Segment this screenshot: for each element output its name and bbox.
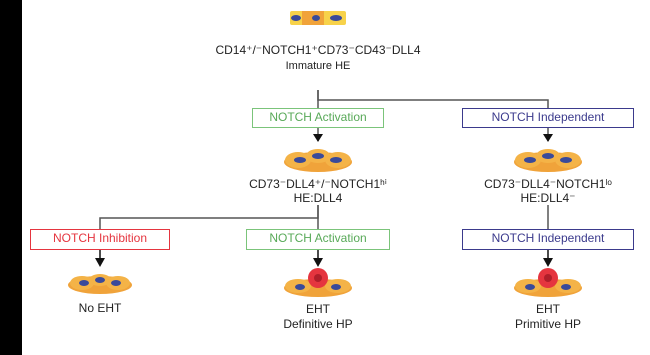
mid-left-population-sublabel: HE:DLL4 (293, 191, 343, 205)
bottom-right-cell-cluster-icon (514, 268, 582, 297)
arrow-shafts (99, 250, 549, 259)
arrow-down-icon (543, 258, 553, 267)
outcome-eht-definitive-label: EHT (306, 302, 330, 316)
mid-right-population-sublabel: HE:DLL4⁻ (520, 191, 576, 205)
notch-independent-box-2: NOTCH Independent (462, 229, 634, 250)
outcome-definitive-hp-label: Definitive HP (283, 317, 353, 331)
root-population-label: CD14⁺/⁻NOTCH1⁺CD73⁻CD43⁻DLL4 (215, 43, 421, 57)
outcome-no-eht-label: No EHT (78, 301, 122, 315)
notch-independent-box: NOTCH Independent (462, 108, 634, 128)
bottom-center-cell-cluster-icon (284, 268, 352, 297)
arrow-down-icon (313, 134, 323, 142)
mid-right-population-label: CD73⁻DLL4⁻NOTCH1ˡᵒ (484, 177, 612, 191)
outcome-primitive-hp-label: Primitive HP (514, 317, 581, 331)
arrow-down-icon (313, 258, 323, 267)
outcome-eht-primitive-label: EHT (536, 302, 560, 316)
mid-left-branch-connector (99, 205, 319, 229)
notch-inhibition-box: NOTCH Inhibition (30, 229, 170, 250)
top-cell-icon (290, 11, 346, 25)
notch-activation-box-2: NOTCH Activation (246, 229, 390, 250)
bottom-left-cell-cluster-icon (68, 274, 132, 294)
arrows (95, 134, 553, 267)
mid-left-population-label: CD73⁻DLL4⁺/⁻NOTCH1ʰⁱ (249, 177, 387, 191)
notch-activation-box: NOTCH Activation (252, 108, 384, 128)
arrow-down-icon (95, 258, 105, 267)
mid-right-cell-cluster-icon (514, 149, 582, 172)
root-connector (317, 90, 549, 108)
mid-left-cell-cluster-icon (284, 149, 352, 172)
root-population-sublabel: Immature HE (285, 60, 351, 72)
arrow-down-icon (543, 134, 553, 142)
